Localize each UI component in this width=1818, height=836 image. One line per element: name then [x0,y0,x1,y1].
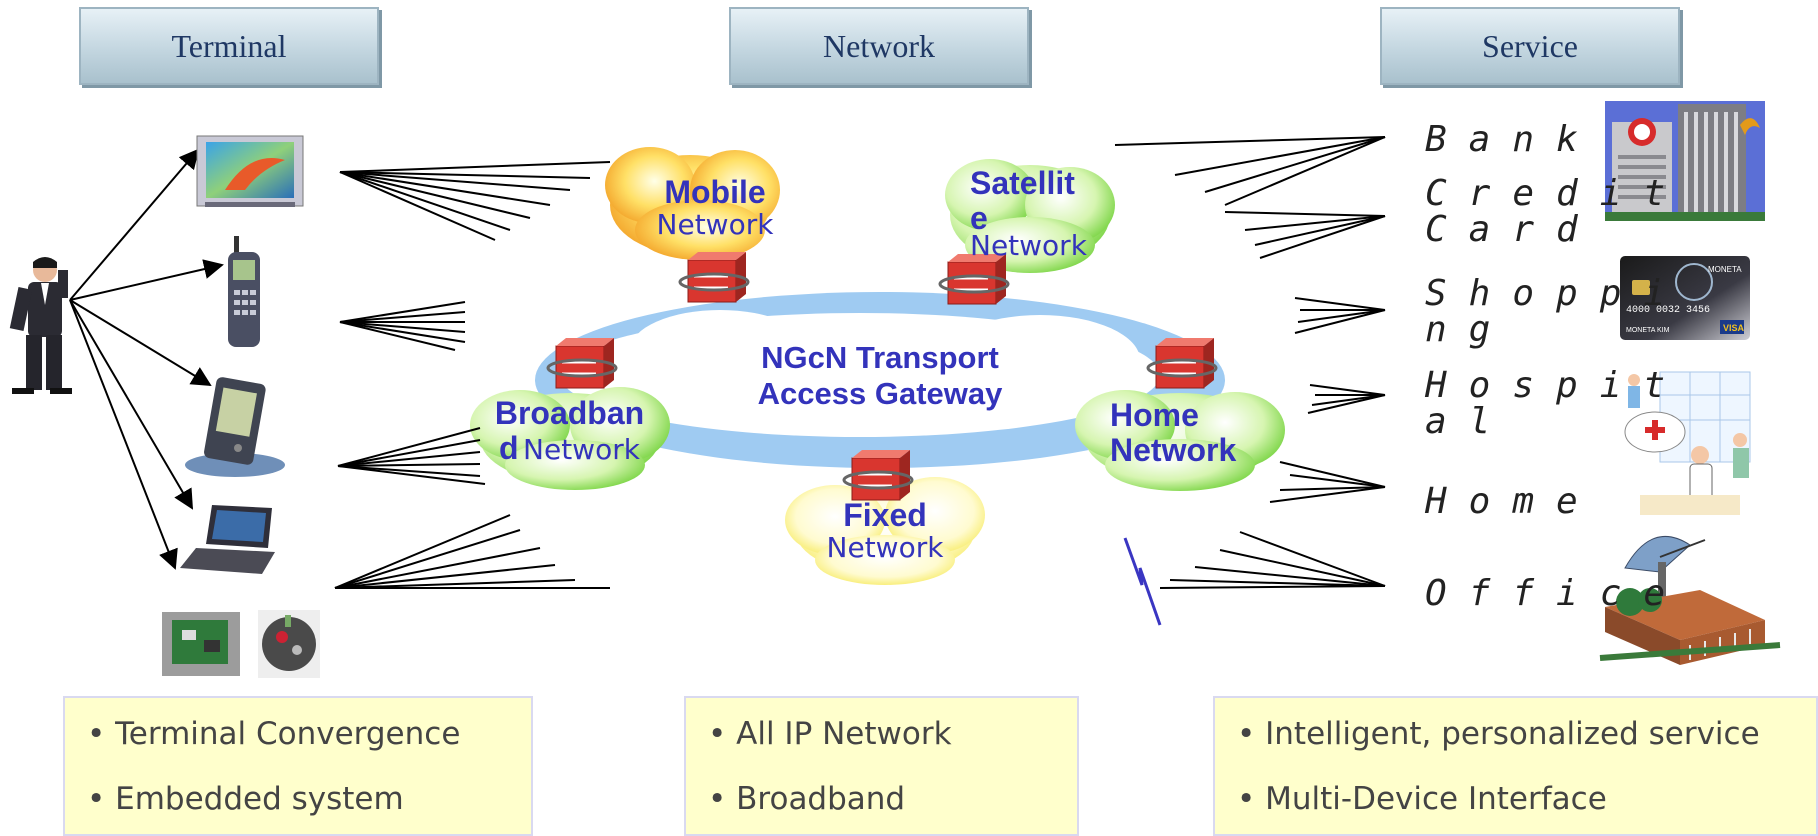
service-features-box: Intelligent, personalized service Multi-… [1213,696,1818,836]
gateway-icon [678,252,750,303]
service-bank-text: Bank [1425,119,1600,160]
network-header-label: Network [823,27,935,64]
service-office: Office [1425,576,1687,612]
credit-card-icon: MONETA 4000 0032 3456 MONETA KIM VISA [1620,256,1750,340]
service-hospital-line-2: al [1425,401,1513,442]
ngcn-label-line-1: NGcN Transport [761,340,999,375]
home-network-label: Home Network [1110,398,1260,467]
service-bank: Bank [1425,122,1600,158]
service-home: Home [1425,484,1600,520]
network-feature-item: Broadband [708,781,1077,818]
network-header: Network [729,7,1029,85]
home-label-bold-2: Network [1110,431,1237,468]
terminal-feature-item: Terminal Convergence [87,716,531,753]
terminal-fan-lines [334,161,611,589]
service-shopping-line-2: ng [1425,309,1513,350]
service-hospital-line-1: Hospit [1425,365,1688,406]
embedded-board-icon [162,612,240,676]
satellite-label-bold-2: e [970,199,988,236]
network-features-box: All IP Network Broadband [684,696,1079,836]
pda-icon [185,377,285,477]
broadband-network-label: Broadban d Network [482,396,657,465]
gateway-icon [546,338,618,389]
gateway-icon [1146,338,1218,389]
home-network-cloud [1075,390,1285,491]
service-feature-item: Intelligent, personalized service [1237,716,1816,753]
broadband-label-bold-2: d [499,429,519,466]
terminal-feature-item: Embedded system [87,781,531,818]
gateway-icon [938,254,1010,305]
ngcn-core-label: NGcN Transport Access Gateway [700,340,1060,411]
service-shopping-line-1: Shoppi [1425,273,1688,314]
card-network: VISA [1723,323,1745,333]
office-building-icon [1599,536,1781,665]
satellite-network-label: Satellit e Network [970,166,1110,261]
satellite-cloud [945,159,1115,273]
gateway-icon [842,450,914,501]
terminal-header-label: Terminal [171,27,287,64]
bank-building-icon [1605,101,1765,221]
fixed-label-normal: Network [826,530,944,564]
satellite-label-bold-1: Satellit [970,165,1075,201]
mobile-cloud [605,147,780,260]
fixed-label-bold: Fixed [843,497,927,533]
card-holder: MONETA KIM [1626,327,1670,334]
laptop-icon [180,505,275,574]
mobile-phone-icon [228,236,260,347]
user-person-icon [9,257,72,394]
wireless-bolt-icon [1123,537,1162,626]
network-feature-item: All IP Network [708,716,1077,753]
card-number: 4000 0032 3456 [1626,305,1710,316]
service-header: Service [1380,7,1680,85]
terminal-features-box: Terminal Convergence Embedded system [63,696,533,836]
service-home-text: Home [1425,481,1600,522]
tv-icon [196,135,304,207]
card-brand: MONETA [1708,265,1742,274]
service-feature-item: Multi-Device Interface [1237,781,1816,818]
broadband-cloud [470,387,670,490]
satellite-label-normal: Network [970,229,1087,263]
service-header-label: Service [1482,27,1578,64]
fixed-cloud [785,477,985,585]
service-credit-card-line-1: Credit [1425,173,1688,214]
service-fan-lines [1114,136,1386,589]
mobile-label-normal: Network [656,207,774,241]
service-office-text: Office [1425,573,1688,614]
core-cloud [535,292,1225,468]
hospital-illustration-icon [1624,371,1751,515]
embedded-chip-icon [258,610,320,678]
broadband-label-normal: Network [523,432,640,466]
service-credit-card-line-2: Card [1425,209,1600,250]
ngcn-label-line-2: Access Gateway [757,375,1003,411]
mobile-network-label: Mobile Network [640,175,790,240]
user-arrows [69,148,224,570]
mobile-label-bold: Mobile [664,174,766,210]
fixed-network-label: Fixed Network [810,498,960,563]
terminal-header: Terminal [79,7,379,85]
home-label-bold-1: Home [1110,397,1199,433]
broadband-label-bold-1: Broadban [494,395,645,431]
